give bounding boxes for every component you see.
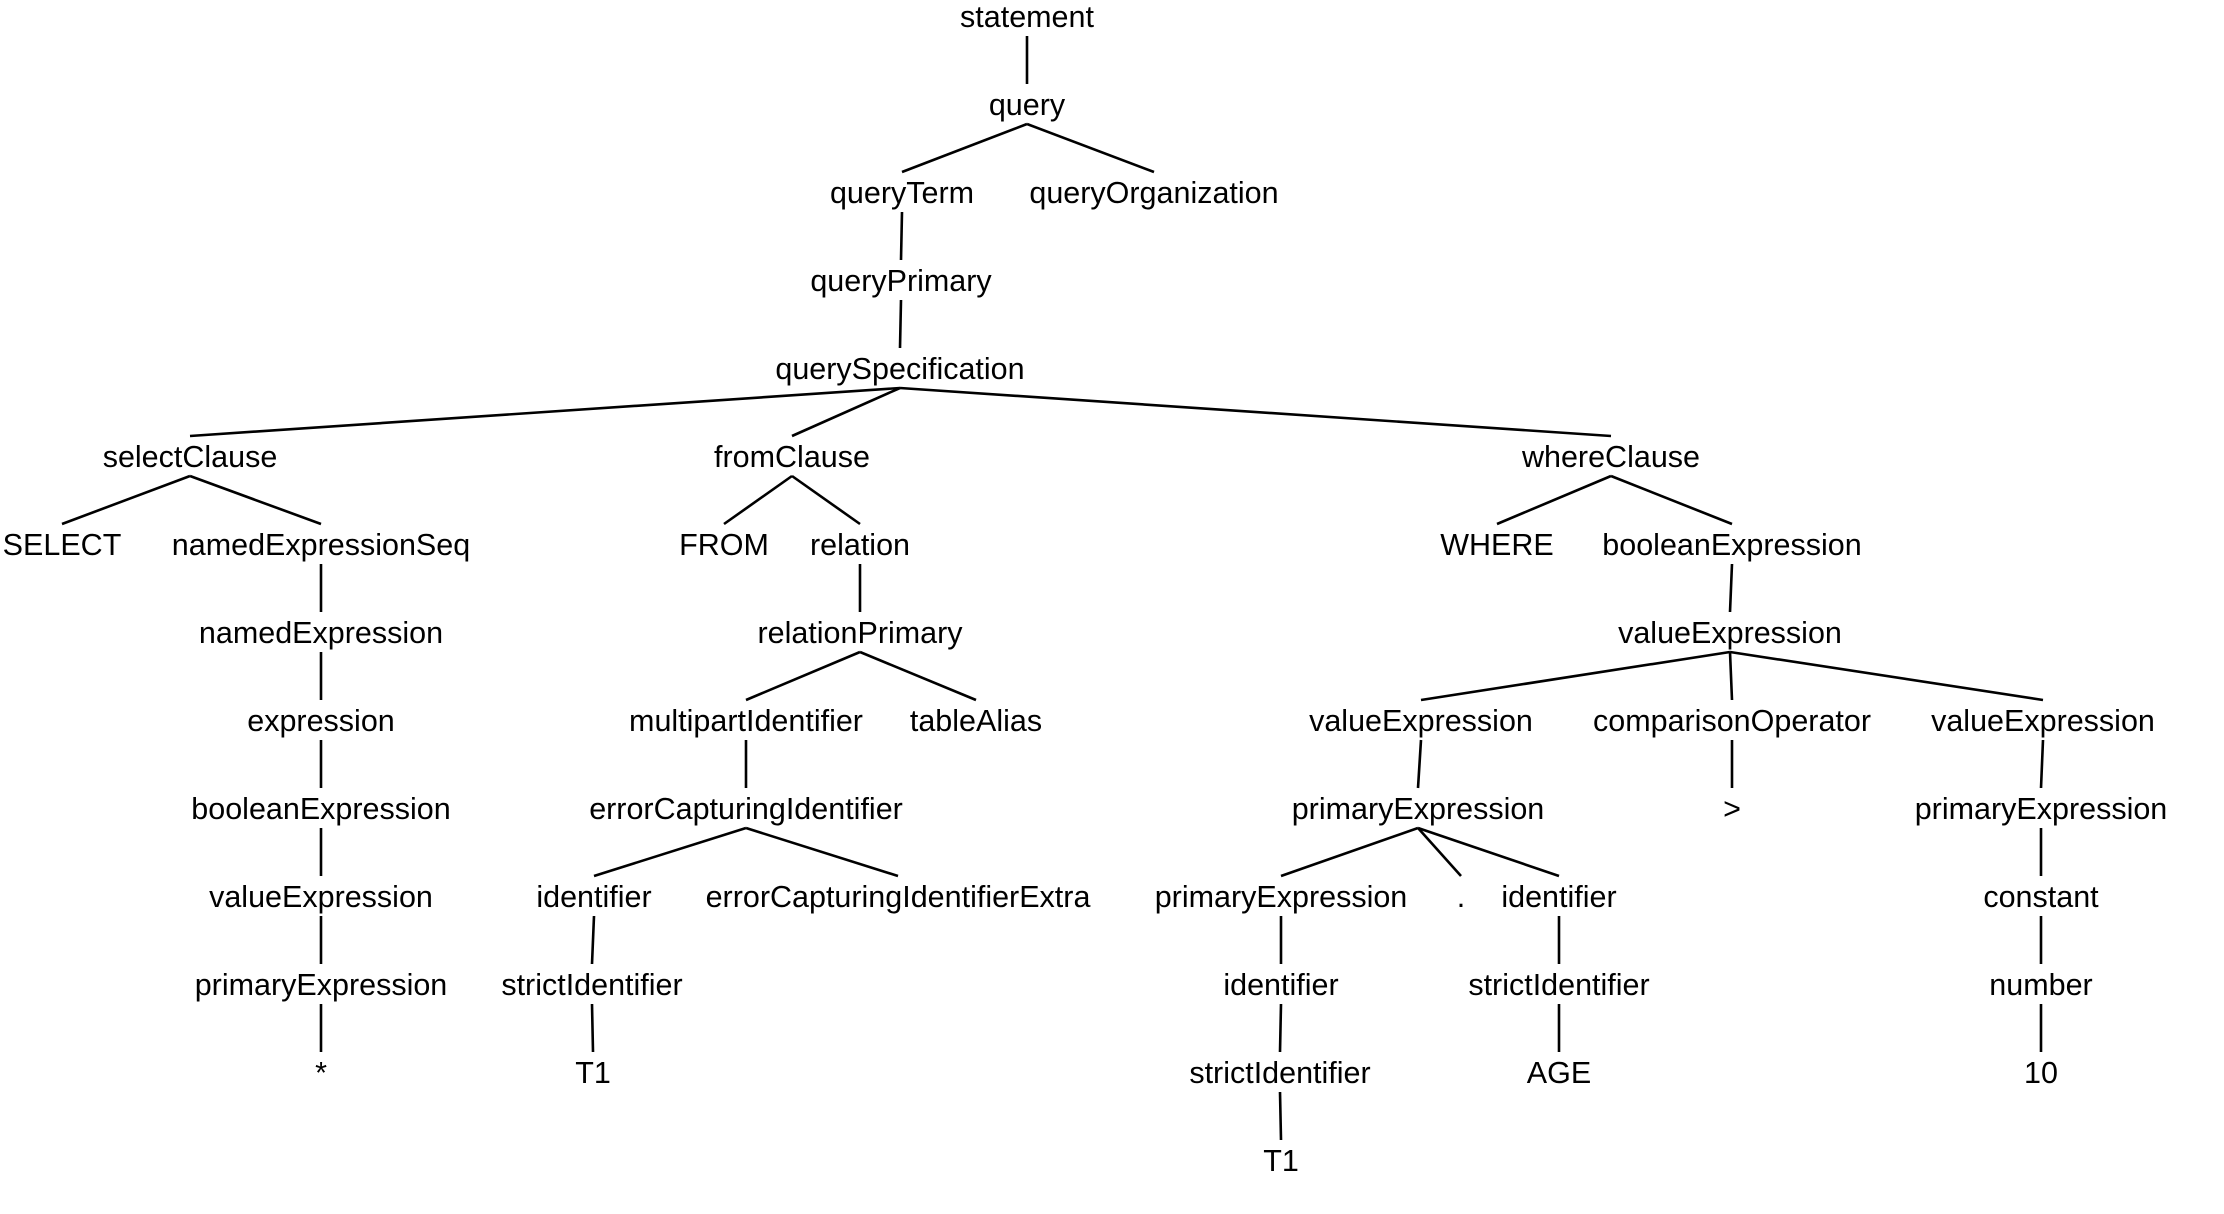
tree-node-label: identifier	[1501, 880, 1616, 914]
tree-node-label: constant	[1983, 880, 2099, 914]
tree-node-label: expression	[247, 704, 395, 738]
tree-node-label: valueExpression	[1618, 616, 1842, 650]
tree-edge	[1416, 739, 1423, 789]
tree-edge	[1728, 563, 1734, 613]
tree-node-label: selectClause	[103, 440, 278, 474]
tree-node-label: relationPrimary	[757, 616, 963, 650]
tree-node-label: WHERE	[1440, 528, 1554, 562]
tree-node-label: fromClause	[714, 440, 870, 474]
tree-node-label: T1	[1263, 1144, 1299, 1178]
tree-node-label: valueExpression	[209, 880, 433, 914]
tree-labels: statement query queryTerm queryOrganization…	[3, 0, 2168, 1178]
tree-edge	[899, 211, 904, 261]
tree-edge	[1420, 650, 1731, 702]
tree-edge	[590, 915, 596, 965]
tree-node-label: primaryExpression	[195, 968, 448, 1002]
tree-node-label: number	[1989, 968, 2092, 1002]
tree-edge	[1496, 474, 1612, 526]
tree-edge	[593, 826, 747, 878]
tree-node-label: comparisonOperator	[1593, 704, 1871, 738]
tree-edge	[1278, 1003, 1283, 1053]
tree-edge	[745, 826, 899, 878]
tree-node-label: strictIdentifier	[1189, 1056, 1370, 1090]
tree-node-label: namedExpression	[199, 616, 443, 650]
tree-edge	[189, 474, 322, 526]
tree-node-label: valueExpression	[1309, 704, 1533, 738]
tree-node-label: strictIdentifier	[1468, 968, 1649, 1002]
tree-edge	[791, 474, 861, 526]
tree-edge	[1728, 651, 1734, 701]
tree-node-label: valueExpression	[1931, 704, 2155, 738]
tree-node-label: >	[1723, 792, 1741, 826]
tree-edge	[61, 474, 191, 526]
tree-edge	[745, 650, 861, 702]
tree-edge	[898, 299, 903, 349]
tree-node-label: errorCapturingIdentifier	[589, 792, 903, 826]
tree-edge	[1278, 1091, 1283, 1141]
tree-node-label: queryPrimary	[810, 264, 992, 298]
tree-edge	[1280, 826, 1419, 878]
tree-node-label: primaryExpression	[1155, 880, 1408, 914]
tree-node-label: primaryExpression	[1915, 792, 2168, 826]
tree-edge	[859, 650, 977, 702]
tree-edge	[2039, 739, 2045, 789]
tree-edge	[723, 474, 793, 526]
tree-edge	[189, 386, 901, 438]
tree-edge	[1026, 122, 1155, 174]
tree-node-label: queryOrganization	[1029, 176, 1278, 210]
tree-node-label: *	[315, 1056, 327, 1090]
tree-node-label: AGE	[1527, 1056, 1591, 1090]
tree-node-label: multipartIdentifier	[629, 704, 863, 738]
tree-edge	[1729, 650, 2044, 702]
tree-edge	[590, 1003, 595, 1053]
tree-edge	[1610, 474, 1733, 526]
tree-node-label: tableAlias	[910, 704, 1042, 738]
tree-node-label: FROM	[679, 528, 769, 562]
tree-node-label: booleanExpression	[1602, 528, 1861, 562]
tree-node-label: whereClause	[1521, 440, 1700, 474]
tree-node-label: primaryExpression	[1292, 792, 1545, 826]
tree-edge	[1417, 826, 1560, 878]
tree-edges	[61, 36, 2045, 1141]
tree-node-label: 10	[2024, 1056, 2058, 1090]
tree-node-label: statement	[960, 0, 1094, 34]
tree-edge	[901, 122, 1028, 174]
tree-node-label: namedExpressionSeq	[172, 528, 470, 562]
tree-node-label: querySpecification	[775, 352, 1024, 386]
tree-node-label: SELECT	[3, 528, 122, 562]
tree-node-label: .	[1457, 880, 1465, 914]
tree-edge	[899, 386, 1612, 438]
tree-node-label: strictIdentifier	[501, 968, 682, 1002]
tree-node-label: query	[989, 88, 1066, 122]
tree-node-label: identifier	[1223, 968, 1338, 1002]
tree-node-label: T1	[575, 1056, 611, 1090]
tree-edge	[791, 386, 901, 438]
tree-edge	[1417, 827, 1462, 877]
tree-node-label: errorCapturingIdentifierExtra	[706, 880, 1091, 914]
tree-node-label: identifier	[536, 880, 651, 914]
tree-node-label: relation	[810, 528, 910, 562]
tree-node-label: queryTerm	[830, 176, 974, 210]
tree-node-label: booleanExpression	[191, 792, 450, 826]
